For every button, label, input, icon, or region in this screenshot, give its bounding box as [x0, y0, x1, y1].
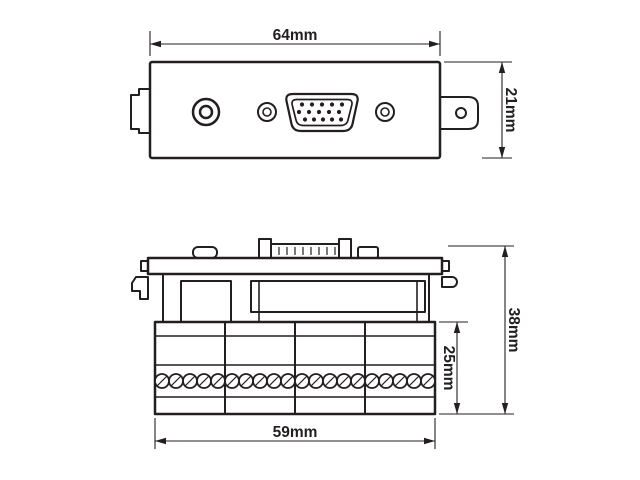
rear-plate-bar: [146, 256, 444, 276]
latch-peg-right: [441, 276, 458, 288]
latch-hook-left: [131, 276, 149, 300]
terminal-block: [153, 320, 437, 416]
dimension-label-rear-width: 59mm: [273, 424, 318, 441]
dimension-terminal-height: 25mm: [439, 321, 514, 415]
dimension-label-front-width: 64mm: [273, 27, 318, 44]
dimension-label-terminal-height: 25mm: [440, 346, 457, 391]
rear-view: [131, 238, 458, 416]
rear-clip-right: [357, 246, 379, 259]
rear-body-left-block: [180, 280, 232, 323]
vga-screw-right: [375, 102, 395, 122]
audio-jack: [191, 97, 221, 127]
vga-connector: [257, 92, 395, 133]
front-left-tab: [130, 88, 151, 134]
vga-post-right: [338, 238, 352, 259]
dimension-front-height: 21mm: [444, 61, 519, 159]
rear-clip-left: [192, 246, 218, 259]
dimension-overall-height: 38mm: [448, 245, 522, 414]
vga-screw-left: [257, 102, 277, 122]
rear-body-wide-block: [250, 280, 426, 322]
dimension-rear-width: 59mm: [154, 418, 436, 449]
dimension-label-front-height: 21mm: [502, 88, 519, 133]
dimension-front-width: 64mm: [149, 27, 441, 56]
dimension-label-overall-height: 38mm: [505, 308, 522, 353]
front-view: [130, 60, 479, 160]
vga-post-left: [258, 238, 272, 259]
mounting-hole: [455, 107, 467, 119]
vga-rear-pins: [270, 243, 340, 259]
